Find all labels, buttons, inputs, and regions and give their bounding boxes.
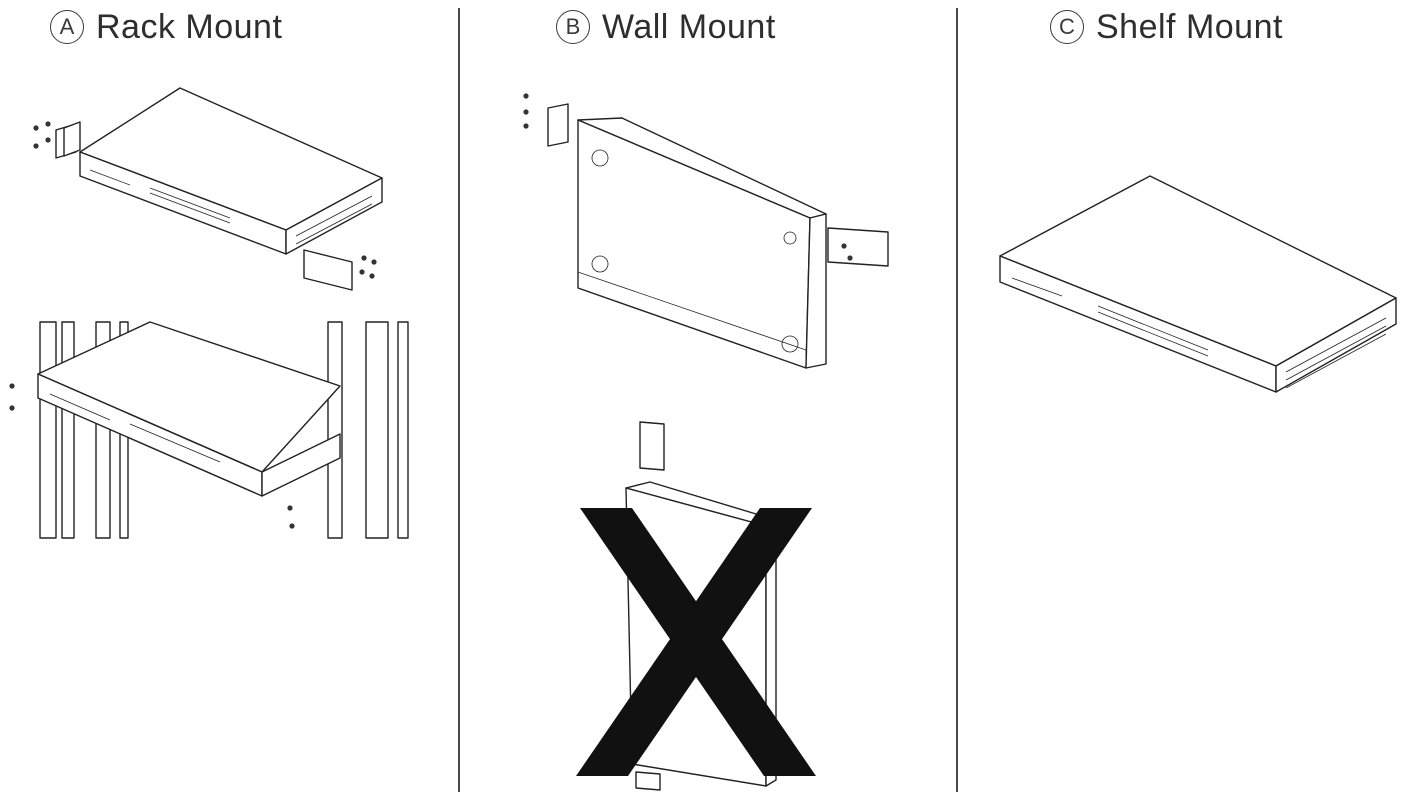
shelf-mount-title: Shelf Mount xyxy=(1096,7,1283,46)
rack-screws xyxy=(9,383,295,529)
shelf-mount-heading: C Shelf Mount xyxy=(1050,4,1283,50)
prohibited-x-icon xyxy=(576,508,816,776)
rack-mount-heading: A Rack Mount xyxy=(50,4,282,50)
switch-on-shelf xyxy=(999,175,1397,393)
wall-mount-heading: B Wall Mount xyxy=(556,4,776,50)
screw-icon xyxy=(523,93,853,261)
rack-mount-panel: A Rack Mount xyxy=(0,0,458,792)
screw-icon xyxy=(33,121,377,279)
rack-mount-illustration xyxy=(9,87,409,539)
shelf-mount-panel: C Shelf Mount xyxy=(958,0,1415,792)
switch-bottom-view xyxy=(577,117,827,369)
option-a-badge: A xyxy=(50,10,84,44)
wall-mount-panel: B Wall Mount xyxy=(460,0,956,792)
rack-mount-title: Rack Mount xyxy=(96,7,283,46)
shelf-mount-illustration xyxy=(999,175,1397,393)
option-c-badge: C xyxy=(1050,10,1084,44)
switch-in-rack xyxy=(37,321,341,497)
wall-mount-title: Wall Mount xyxy=(602,7,776,46)
mount-bracket-icon xyxy=(547,103,889,267)
panel-divider-right xyxy=(956,8,958,792)
mount-bracket-icon xyxy=(55,121,353,291)
wall-mount-illustration xyxy=(523,93,889,791)
panel-divider-left xyxy=(458,8,460,792)
switch-with-brackets xyxy=(79,87,383,255)
option-b-badge: B xyxy=(556,10,590,44)
